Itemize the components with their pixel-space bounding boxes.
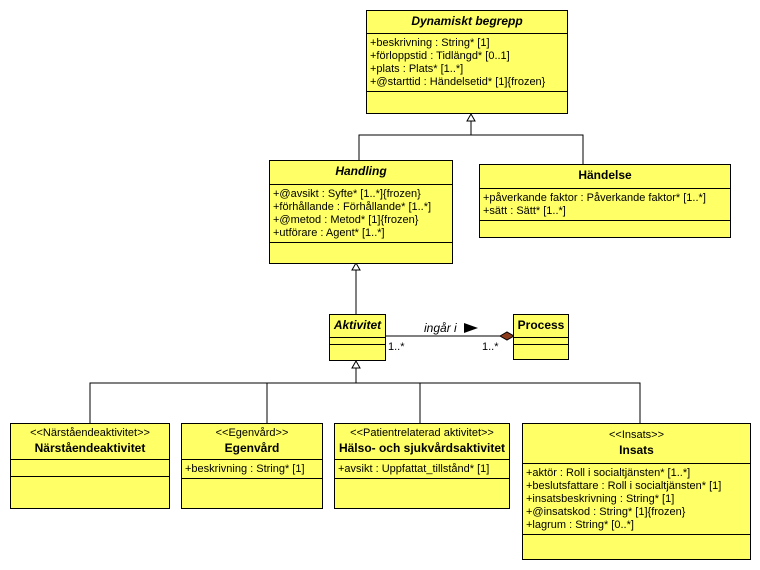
operations-compartment	[523, 535, 750, 543]
stereotype: <<Egenvård>>	[215, 427, 289, 439]
attribute: +insatsbeskrivning : String* [1]	[526, 493, 675, 505]
inheritance-arrow-aktivitet	[351, 359, 361, 369]
class-name: Hälso- och sjukvårdsaktivitet	[338, 441, 506, 455]
aggregation-diamond	[498, 331, 516, 341]
class-aktivitet[interactable]: Aktivitet	[329, 314, 386, 361]
operations-compartment	[514, 345, 568, 353]
stereotype: <<Patientrelaterad aktivitet>>	[350, 427, 494, 439]
class-name: Händelse	[578, 168, 632, 182]
class-narstaendeaktivitet[interactable]: <<Närståendeaktivitet>> Närståendeaktivi…	[10, 423, 170, 509]
target-multiplicity: 1..*	[482, 341, 499, 353]
attribute: +@insatskod : String* [1]{frozen}	[526, 506, 686, 518]
class-name: Insats	[619, 443, 654, 457]
attributes-compartment	[514, 338, 568, 345]
attribute: +påverkande faktor : Påverkande faktor* …	[483, 192, 706, 204]
attribute: +beskrivning : String* [1]	[185, 463, 305, 475]
class-process[interactable]: Process	[513, 314, 569, 360]
generalization-handelse	[470, 121, 584, 165]
attribute: +förloppstid : Tidlängd* [0..1]	[370, 50, 510, 62]
attribute: +@starttid : Händelsetid* [1]{frozen}	[370, 76, 546, 88]
class-name: Egenvård	[224, 441, 280, 455]
attribute: +förhållande : Förhållande* [1..*]	[273, 201, 432, 213]
attributes-compartment	[330, 338, 385, 345]
inheritance-arrow-dynamiskt	[466, 112, 476, 122]
association-label: ingår i	[424, 321, 457, 335]
attribute: +beskrivning : String* [1]	[370, 37, 490, 49]
attribute: +aktör : Roll i socialtjänsten* [1..*]	[526, 467, 691, 479]
operations-compartment	[11, 477, 169, 485]
class-name: Närståendeaktivitet	[34, 441, 146, 455]
class-egenvard[interactable]: <<Egenvård>> Egenvård +beskrivning : Str…	[181, 423, 323, 509]
operations-compartment	[335, 479, 509, 487]
attribute: +plats : Plats* [1..*]	[370, 63, 464, 75]
attribute: +lagrum : String* [0..*]	[526, 519, 634, 531]
attributes-compartment	[11, 460, 169, 477]
association-direction-arrow	[464, 323, 478, 333]
inheritance-arrow-handling	[351, 261, 361, 271]
attribute: +beslutsfattare : Roll i socialtjänsten*…	[526, 480, 722, 492]
operations-compartment	[182, 479, 322, 487]
class-name: Process	[517, 318, 565, 332]
class-name: Dynamiskt begrepp	[411, 14, 523, 28]
attribute: +utförare : Agent* [1..*]	[273, 227, 385, 239]
operations-compartment	[480, 221, 730, 229]
class-insats[interactable]: <<Insats>> Insats +aktör : Roll i social…	[522, 423, 751, 560]
class-handling[interactable]: Handling +@avsikt : Syfte* [1..*]{frozen…	[269, 160, 453, 264]
operations-compartment	[367, 92, 567, 100]
attribute: +avsikt : Uppfattat_tillstånd* [1]	[338, 463, 490, 475]
generalization-handling	[358, 134, 471, 160]
attribute: +sätt : Sätt* [1..*]	[483, 205, 566, 217]
operations-compartment	[330, 345, 385, 353]
class-dynamiskt-begrepp[interactable]: Dynamiskt begrepp +beskrivning : String*…	[366, 10, 568, 114]
attribute: +@avsikt : Syfte* [1..*]{frozen}	[273, 188, 421, 200]
generalization-subclasses	[89, 368, 641, 424]
class-halso-och-sjukvardsaktivitet[interactable]: <<Patientrelaterad aktivitet>> Hälso- oc…	[334, 423, 510, 509]
class-name: Aktivitet	[333, 318, 382, 332]
class-handelse[interactable]: Händelse +påverkande faktor : Påverkande…	[479, 164, 731, 238]
source-multiplicity: 1..*	[388, 341, 405, 353]
operations-compartment	[270, 243, 452, 251]
stereotype: <<Närståendeaktivitet>>	[30, 427, 150, 439]
stereotype: <<Insats>>	[608, 429, 665, 441]
class-name: Handling	[335, 164, 387, 178]
attribute: +@metod : Metod* [1]{frozen}	[273, 214, 419, 226]
